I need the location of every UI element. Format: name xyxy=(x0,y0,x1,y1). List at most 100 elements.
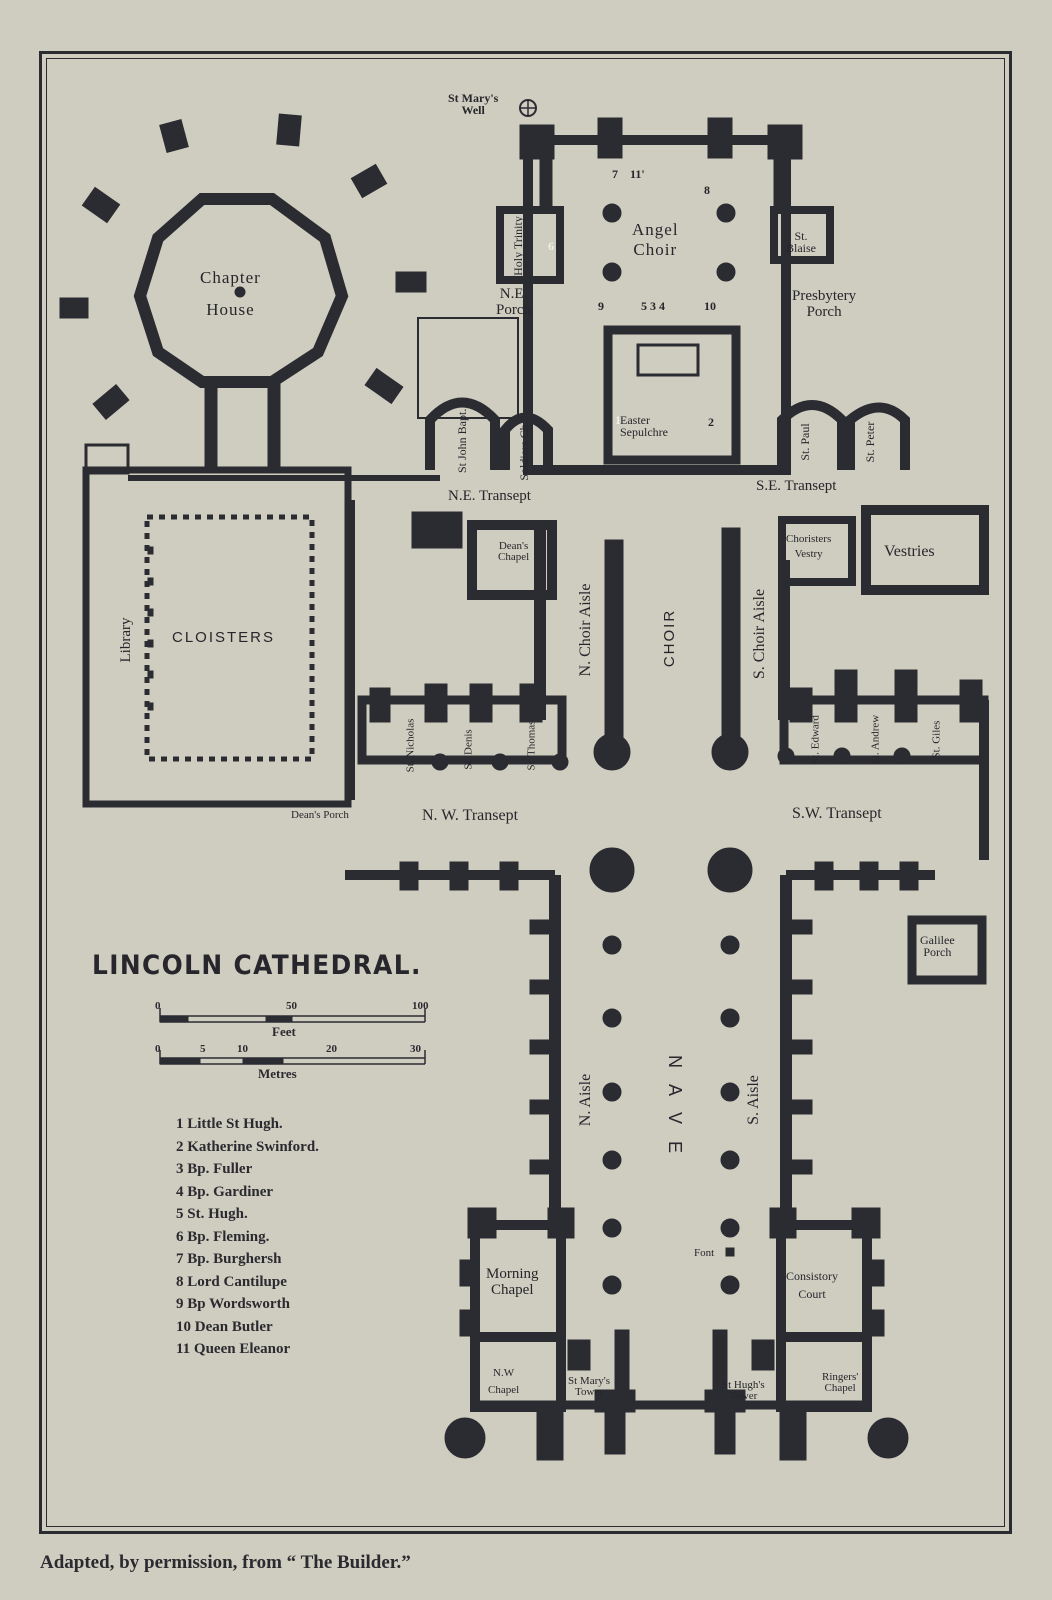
choir-label: CHOIR xyxy=(661,608,678,668)
legend-item: 2 Katherine Swinford. xyxy=(176,1138,319,1155)
chapter-house-centre-pillar xyxy=(234,286,246,298)
feet-tick-100: 100 xyxy=(412,1000,429,1012)
sw-transept-piers xyxy=(777,747,911,765)
holy-trinity-chapel xyxy=(496,206,564,284)
metres-scale-label: Metres xyxy=(258,1066,297,1081)
ringers-chapel-label: Ringers'Chapel xyxy=(822,1371,859,1394)
chapter-house-buttress xyxy=(350,163,388,199)
n-choir-aisle-label: N. Choir Aisle xyxy=(577,583,594,677)
st-thomas-label: St. Thomas xyxy=(525,720,538,771)
choir-north-screen xyxy=(604,539,624,741)
chapter-house-buttress xyxy=(159,119,189,153)
crossing-pier xyxy=(593,733,631,771)
tomb-number-2: 2 xyxy=(708,415,714,429)
legend-item: 3 Bp. Fuller xyxy=(176,1161,253,1177)
n-aisle-buttresses xyxy=(399,861,551,1175)
ne-transept-court xyxy=(417,317,519,419)
presbytery-screen xyxy=(603,325,741,465)
metre-tick-0: 0 xyxy=(155,1043,161,1055)
st-giles-label: St. Giles xyxy=(930,720,943,759)
tomb-number-7: 7 xyxy=(612,167,618,181)
sw-transept-buttresses xyxy=(789,669,983,723)
tomb-number-6: 6 xyxy=(548,239,554,253)
sw-transept-label: S.W. Transept xyxy=(792,805,882,822)
legend-item: 8 Lord Cantilupe xyxy=(176,1273,287,1290)
choir-south-screen xyxy=(721,527,741,741)
tomb-number-10: 10 xyxy=(704,299,716,313)
east-end-buttresses xyxy=(519,117,803,211)
angel-choir-wall xyxy=(523,135,791,475)
font-marker xyxy=(725,1247,735,1257)
nw-transept-piers xyxy=(431,753,569,771)
tomb-number-8: 8 xyxy=(704,183,710,197)
map-outer-border xyxy=(39,51,1012,1534)
legend-item: 9 Bp Wordsworth xyxy=(176,1296,290,1312)
feet-tick-0: 0 xyxy=(155,1000,161,1012)
vestries-wall xyxy=(861,505,989,595)
feet-scale-bar xyxy=(159,1008,426,1023)
se-transept-label: S.E. Transept xyxy=(756,478,837,494)
nw-transept-wall xyxy=(357,695,567,765)
deans-porch-label: Dean's Porch xyxy=(291,809,349,821)
high-altar xyxy=(636,343,700,377)
nave-crossing-pier xyxy=(707,847,753,893)
tomb-numbers-5-3-4: 5 3 4 xyxy=(641,299,665,313)
legend-item: 6 Bp. Fleming. xyxy=(176,1228,270,1245)
st-denis-label: St. Denis xyxy=(462,729,475,770)
st-john-bapt-label: St John Bapt. xyxy=(455,408,469,473)
deans-chapel-annex xyxy=(411,511,463,549)
map-title: LINCOLN CATHEDRAL. xyxy=(92,950,422,981)
deans-chapel-wall xyxy=(467,520,557,600)
metre-tick-30: 30 xyxy=(410,1043,421,1055)
legend-item: 4 Bp. Gardiner xyxy=(176,1183,274,1200)
legend-item: 5 St. Hugh. xyxy=(176,1206,248,1222)
nave-piers xyxy=(602,935,740,1295)
library-wall xyxy=(82,466,352,808)
nave-crossing-pier xyxy=(589,847,635,893)
chapter-house-buttress xyxy=(276,113,302,147)
chapter-house-buttress xyxy=(364,367,404,405)
chapter-house-buttress xyxy=(59,297,89,319)
s-aisle-buttresses xyxy=(791,861,919,1175)
s-choir-aisle-label: S. Choir Aisle xyxy=(751,588,768,680)
tomb-legend: 1 Little St Hugh. 2 Katherine Swinford. … xyxy=(176,1113,319,1361)
soldiers-chapel xyxy=(500,412,553,470)
st-nicholas-label: St. Nicholas xyxy=(404,718,417,773)
holy-trinity-label: Holy Trinity xyxy=(511,216,525,276)
chapter-house-buttress xyxy=(92,383,130,421)
library-stair xyxy=(84,443,130,475)
library-label: Library xyxy=(118,617,134,663)
st-blaise-label: St.Blaise xyxy=(786,229,816,255)
map-inner-border xyxy=(46,58,1005,1527)
chapter-house-buttress xyxy=(81,186,121,224)
nw-transept-label: N. W. Transept xyxy=(422,807,519,824)
st-peter-label: St. Peter xyxy=(863,421,877,463)
n-aisle-label: N. Aisle xyxy=(577,1073,594,1127)
st-blaise-chapel xyxy=(770,206,834,264)
metre-tick-5: 5 xyxy=(200,1043,206,1055)
font-label: Font xyxy=(694,1247,715,1259)
metre-tick-10: 10 xyxy=(237,1043,248,1055)
legend-item: 11 Queen Eleanor xyxy=(176,1341,291,1357)
galilee-porch-wall xyxy=(907,915,987,985)
metre-tick-20: 20 xyxy=(326,1043,337,1055)
nave-label: N A V E xyxy=(665,1055,685,1160)
ne-transept-label: N.E. Transept xyxy=(448,488,531,504)
source-credit: Adapted, by permission, from “ The Build… xyxy=(40,1552,411,1573)
st-andrew-label: St. Andrew xyxy=(869,714,882,765)
st-paul-label: St. Paul xyxy=(798,423,812,461)
west-end-buttresses xyxy=(459,1207,885,1337)
ne-porch-label: N.E.Porch xyxy=(496,286,531,318)
